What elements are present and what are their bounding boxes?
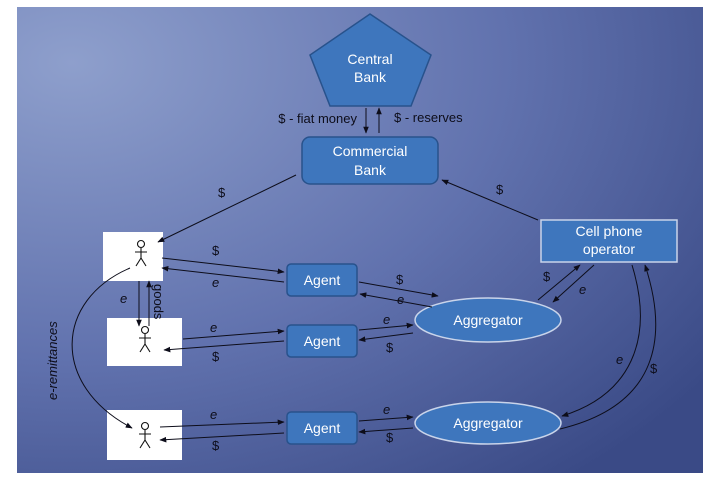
arrow-aggregator2-to-agent3: [358, 427, 414, 435]
agent-3-label: Agent: [304, 420, 341, 436]
agent-node-1: Agent: [286, 263, 358, 297]
label-person3-to-agent3: e: [210, 407, 217, 422]
label-agent1-to-person1: e: [212, 275, 219, 290]
label-goods: goods: [151, 284, 166, 320]
arrow-agent2-to-person2: [163, 340, 285, 353]
label-operator-to-bank: $: [496, 182, 504, 197]
label-aggregator2-to-operator: $: [650, 361, 658, 376]
stick-figure-icon: [139, 325, 151, 353]
label-agent3-to-aggregator2: e: [383, 402, 390, 417]
label-operator-to-aggregator1: e: [579, 282, 586, 297]
agent-node-2: Agent: [286, 324, 358, 358]
person-box-1: [103, 232, 163, 281]
arrows: [71, 107, 657, 443]
label-e-remittances: e-remittances: [45, 321, 60, 400]
label-operator-to-aggregator2: e: [616, 352, 623, 367]
arrow-agent3-to-person3: [159, 432, 285, 443]
arrow-agent1-to-person1: [161, 265, 285, 283]
cell-operator-label-line1: Cell phone: [576, 223, 643, 239]
central-bank-label-line1: Central: [347, 51, 392, 67]
arrow-aggregator1-to-agent1: [359, 292, 433, 308]
agent-1-label: Agent: [304, 272, 341, 288]
label-aggregator1-to-agent2: $: [386, 340, 394, 355]
label-aggregator2-to-agent3: $: [386, 430, 394, 445]
arrow-aggregator1-to-agent2: [358, 332, 414, 342]
arrow-aggregator1-to-operator: [537, 264, 581, 301]
aggregator-2-label: Aggregator: [453, 415, 523, 431]
label-fiat-money: $ - fiat money: [278, 111, 357, 126]
commercial-bank-label-line2: Bank: [354, 162, 387, 178]
aggregator-1-label: Aggregator: [453, 312, 523, 328]
label-person1-to-agent1: $: [212, 243, 220, 258]
agent-2-label: Agent: [304, 333, 341, 349]
arrow-operator-to-aggregator2: [561, 264, 641, 417]
arrow-person3-to-agent3: [159, 419, 285, 428]
arrow-e-remittances: [71, 267, 133, 429]
arrow-person2-to-agent2: [182, 328, 285, 340]
label-person1-to-person2: e: [120, 291, 127, 306]
arrow-agent2-to-aggregator1: [358, 322, 414, 331]
arrow-person1-to-agent1: [161, 257, 285, 275]
commercial-bank-node: Commercial Bank: [301, 136, 439, 185]
stick-figure-icon: [139, 421, 151, 449]
label-bank-to-person: $: [218, 185, 226, 200]
person-box-3: [107, 410, 182, 460]
arrow-aggregator2-to-operator: [559, 264, 657, 430]
label-reserves: $ - reserves: [394, 110, 463, 125]
label-aggregator1-to-operator: $: [543, 269, 551, 284]
commercial-bank-label-line1: Commercial: [333, 143, 408, 159]
arrow-agent1-to-aggregator1: [358, 281, 439, 298]
cell-operator-label-line2: operator: [583, 241, 635, 257]
arrow-bank-to-person: [157, 174, 297, 243]
arrow-operator-to-aggregator1: [552, 264, 595, 303]
aggregator-node-2: Aggregator: [414, 401, 562, 445]
arrow-operator-to-bank: [441, 179, 539, 221]
stick-figure-icon: [135, 239, 147, 267]
central-bank-label-line2: Bank: [354, 69, 387, 85]
person-box-2: [107, 318, 182, 366]
central-bank-node: Central Bank: [309, 13, 432, 107]
label-agent2-to-aggregator1: e: [383, 312, 390, 327]
label-agent1-to-aggregator1: $: [396, 272, 404, 287]
agent-node-3: Agent: [286, 411, 358, 445]
cell-operator-node: Cell phone operator: [540, 219, 678, 263]
label-agent2-to-person2: $: [212, 349, 220, 364]
label-aggregator1-to-agent1: e: [397, 292, 404, 307]
label-person2-to-agent2: e: [210, 320, 217, 335]
arrow-agent3-to-aggregator2: [358, 414, 414, 422]
label-agent3-to-person3: $: [212, 438, 220, 453]
aggregator-node-1: Aggregator: [414, 297, 562, 343]
